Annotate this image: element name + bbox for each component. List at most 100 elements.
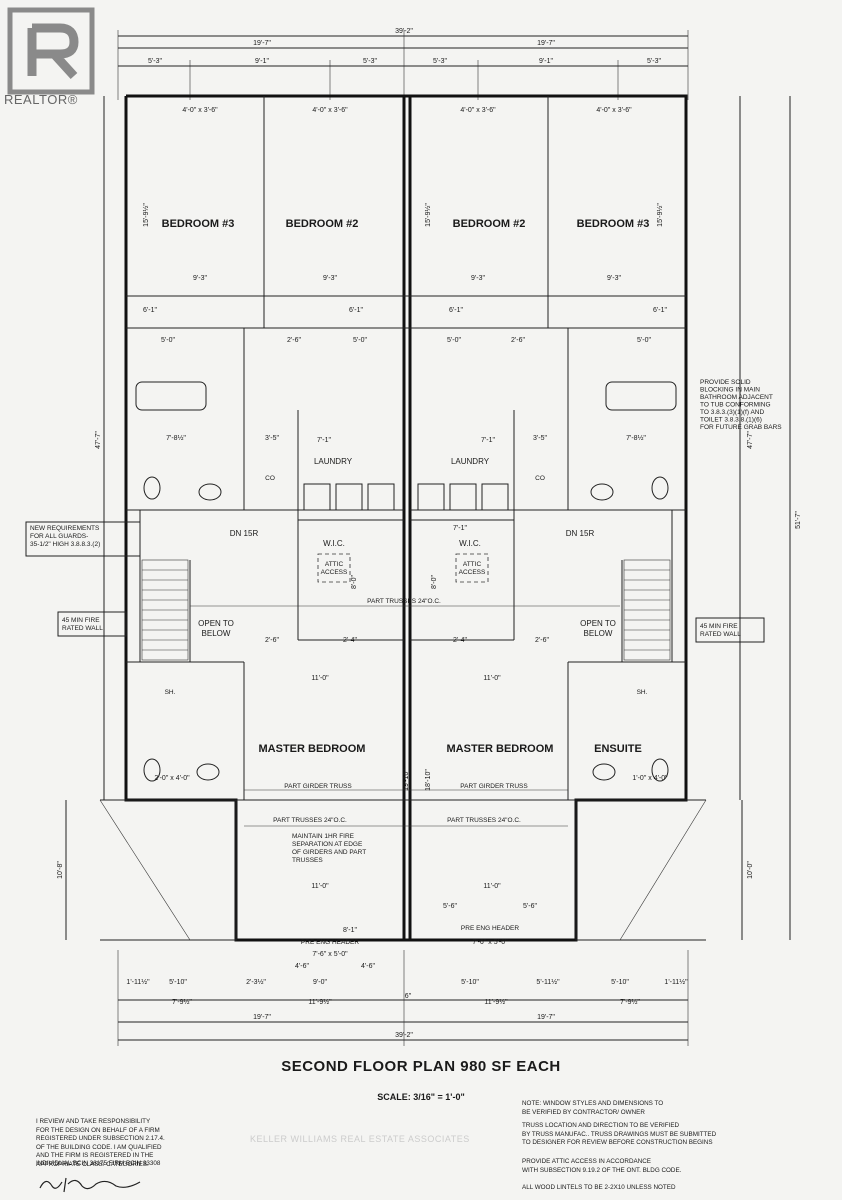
trusses-left-label: PART TRUSSES 24"O.C. [273,817,347,824]
dim-half-top-left: 19'-7" [253,40,271,47]
certification-note: I REVIEW AND TAKE RESPONSIBILITY FOR THE… [36,1118,165,1168]
dim-seg-4: 5'-3" [433,58,447,65]
dim-26-d: 2'-6" [535,637,549,644]
bottom-half-right: 19'-7" [537,1014,555,1021]
dim-seg-2: 9'-1" [255,58,269,65]
dim-61-d: 6'-1" [653,307,667,314]
dim-50-b: 5'-0" [353,337,367,344]
dim-81: 8'-1" [343,927,357,934]
sink-ensuite-left [196,763,220,781]
stair-dn-right: DN 15R [566,529,595,538]
dim-24-a: 2'-4" [343,637,357,644]
attic-note: PROVIDE ATTIC ACCESS IN ACCORDANCE WITH … [522,1158,682,1174]
designer-signature [39,1177,141,1193]
dim-seg-3: 5'-3" [363,58,377,65]
stairs-left [141,559,189,661]
sink-laundry-left [367,483,395,511]
bottom-seg-1: 7'-9½" [172,998,192,1006]
dim-510-left: 5'-10" [169,979,187,986]
bathtub-left [135,381,207,411]
garage-left-dim: 10'-8" [57,861,64,879]
room-bedroom3-left: BEDROOM #3 [162,218,235,230]
stair-dn-left: DN 15R [230,529,259,538]
bottom-seg-4: 7'-9½" [620,998,640,1006]
watermark: KELLER WILLIAMS REAL ESTATE ASSOCIATES [250,1134,470,1144]
wic-depth-right: 8'-0" [431,575,438,589]
truss-note: TRUSS LOCATION AND DIRECTION TO BE VERIF… [522,1122,717,1146]
master-width-right: 11'-0" [483,675,501,682]
bottom-half-left: 19'-7" [253,1014,271,1021]
garage-left-outline [100,799,237,941]
bed-width-2: 9'-3" [323,275,337,282]
garage-right-outline [575,799,706,941]
dim-50-c: 5'-0" [447,337,461,344]
dim-46-a: 4'-6" [295,963,309,970]
room-laundry-left: LAUNDRY [314,457,353,466]
dim-50-d: 5'-0" [637,337,651,344]
washer-left [303,483,331,511]
master-depth-left: 19'-10" [403,769,410,791]
win-top-2: 4'-0" x 3'-6" [312,107,348,114]
top-dimension-lines [117,30,689,100]
dim-11115-right: 1'-11½" [664,978,688,986]
left-total-dim: 47'-7" [95,431,102,449]
sh-label-right: SH. [637,689,648,696]
win-top-3: 4'-0" x 3'-6" [460,107,496,114]
room-ensuite: ENSUITE [594,743,642,755]
sink-left [198,483,222,501]
dim-785-b: 7'-8½" [626,434,646,442]
toilet-ensuite-left [143,758,161,782]
win-small-right: 1'-0" x 4'-0" [632,775,668,782]
room-master-bedroom-right: MASTER BEDROOM [447,743,554,755]
fire-wall-left-box [57,611,127,637]
room-bedroom2-left: BEDROOM #2 [286,218,359,230]
garage-right-dim: 10'-0" [747,861,754,879]
bottom-seg-2: 11'-9½" [308,998,332,1006]
pre-eng-header-right: PRE ENG HEADER [461,925,519,932]
sink-right [590,483,614,501]
room-wic-left: W.I.C. [323,539,345,548]
garage-right-roof-line [619,799,707,941]
garage-left-roof-line [99,799,191,941]
toilet-left [143,476,161,500]
master-width-left-2: 11'-0" [311,883,329,890]
co-label-left: CO [265,475,275,482]
realtor-r-logo-icon [7,7,95,95]
dryer-left [335,483,363,511]
dim-510-mid: 5'-10" [461,979,479,986]
dim-61-b: 6'-1" [349,307,363,314]
lintel-note: ALL WOOD LINTELS TO BE 2-2X10 UNLESS NOT… [522,1184,676,1191]
co-label-right: CO [535,475,545,482]
dim-51115: 5'-11½" [536,978,560,986]
bathtub-right [605,381,677,411]
win-bottom-right: 7'-6" x 5'-0" [472,939,508,946]
dim-26-a: 2'-6" [287,337,301,344]
right-mid-dim: 47'-7" [747,431,754,449]
bed-height-2: 15'-9½" [424,203,432,227]
sink-ensuite-right [592,763,616,781]
room-bedroom2-right: BEDROOM #2 [453,218,526,230]
room-laundry-right: LAUNDRY [451,457,490,466]
dim-26-c: 2'-6" [265,637,279,644]
dim-71-a: 7'-1" [317,437,331,444]
bottom-overall: 39'-2" [395,1032,413,1039]
attic-hatch-right [455,553,489,583]
bottom-seg-3: 11'-9½" [484,998,508,1006]
win-top-1: 4'-0" x 3'-6" [182,107,218,114]
dim-71-b: 7'-1" [481,437,495,444]
win-small-left: 2'-0" x 4'-0" [154,775,190,782]
dim-785-a: 7'-8½" [166,434,186,442]
girder-left-label: PART GIRDER TRUSS [284,783,352,790]
dim-seg-5: 9'-1" [539,58,553,65]
master-width-left: 11'-0" [311,675,329,682]
dryer-right [481,483,509,511]
dim-35-b: 3'-5" [533,435,547,442]
dim-61-a: 6'-1" [143,307,157,314]
dim-seg-1: 5'-3" [148,58,162,65]
dim-26-b: 2'-6" [511,337,525,344]
dim-46-b: 4'-6" [361,963,375,970]
